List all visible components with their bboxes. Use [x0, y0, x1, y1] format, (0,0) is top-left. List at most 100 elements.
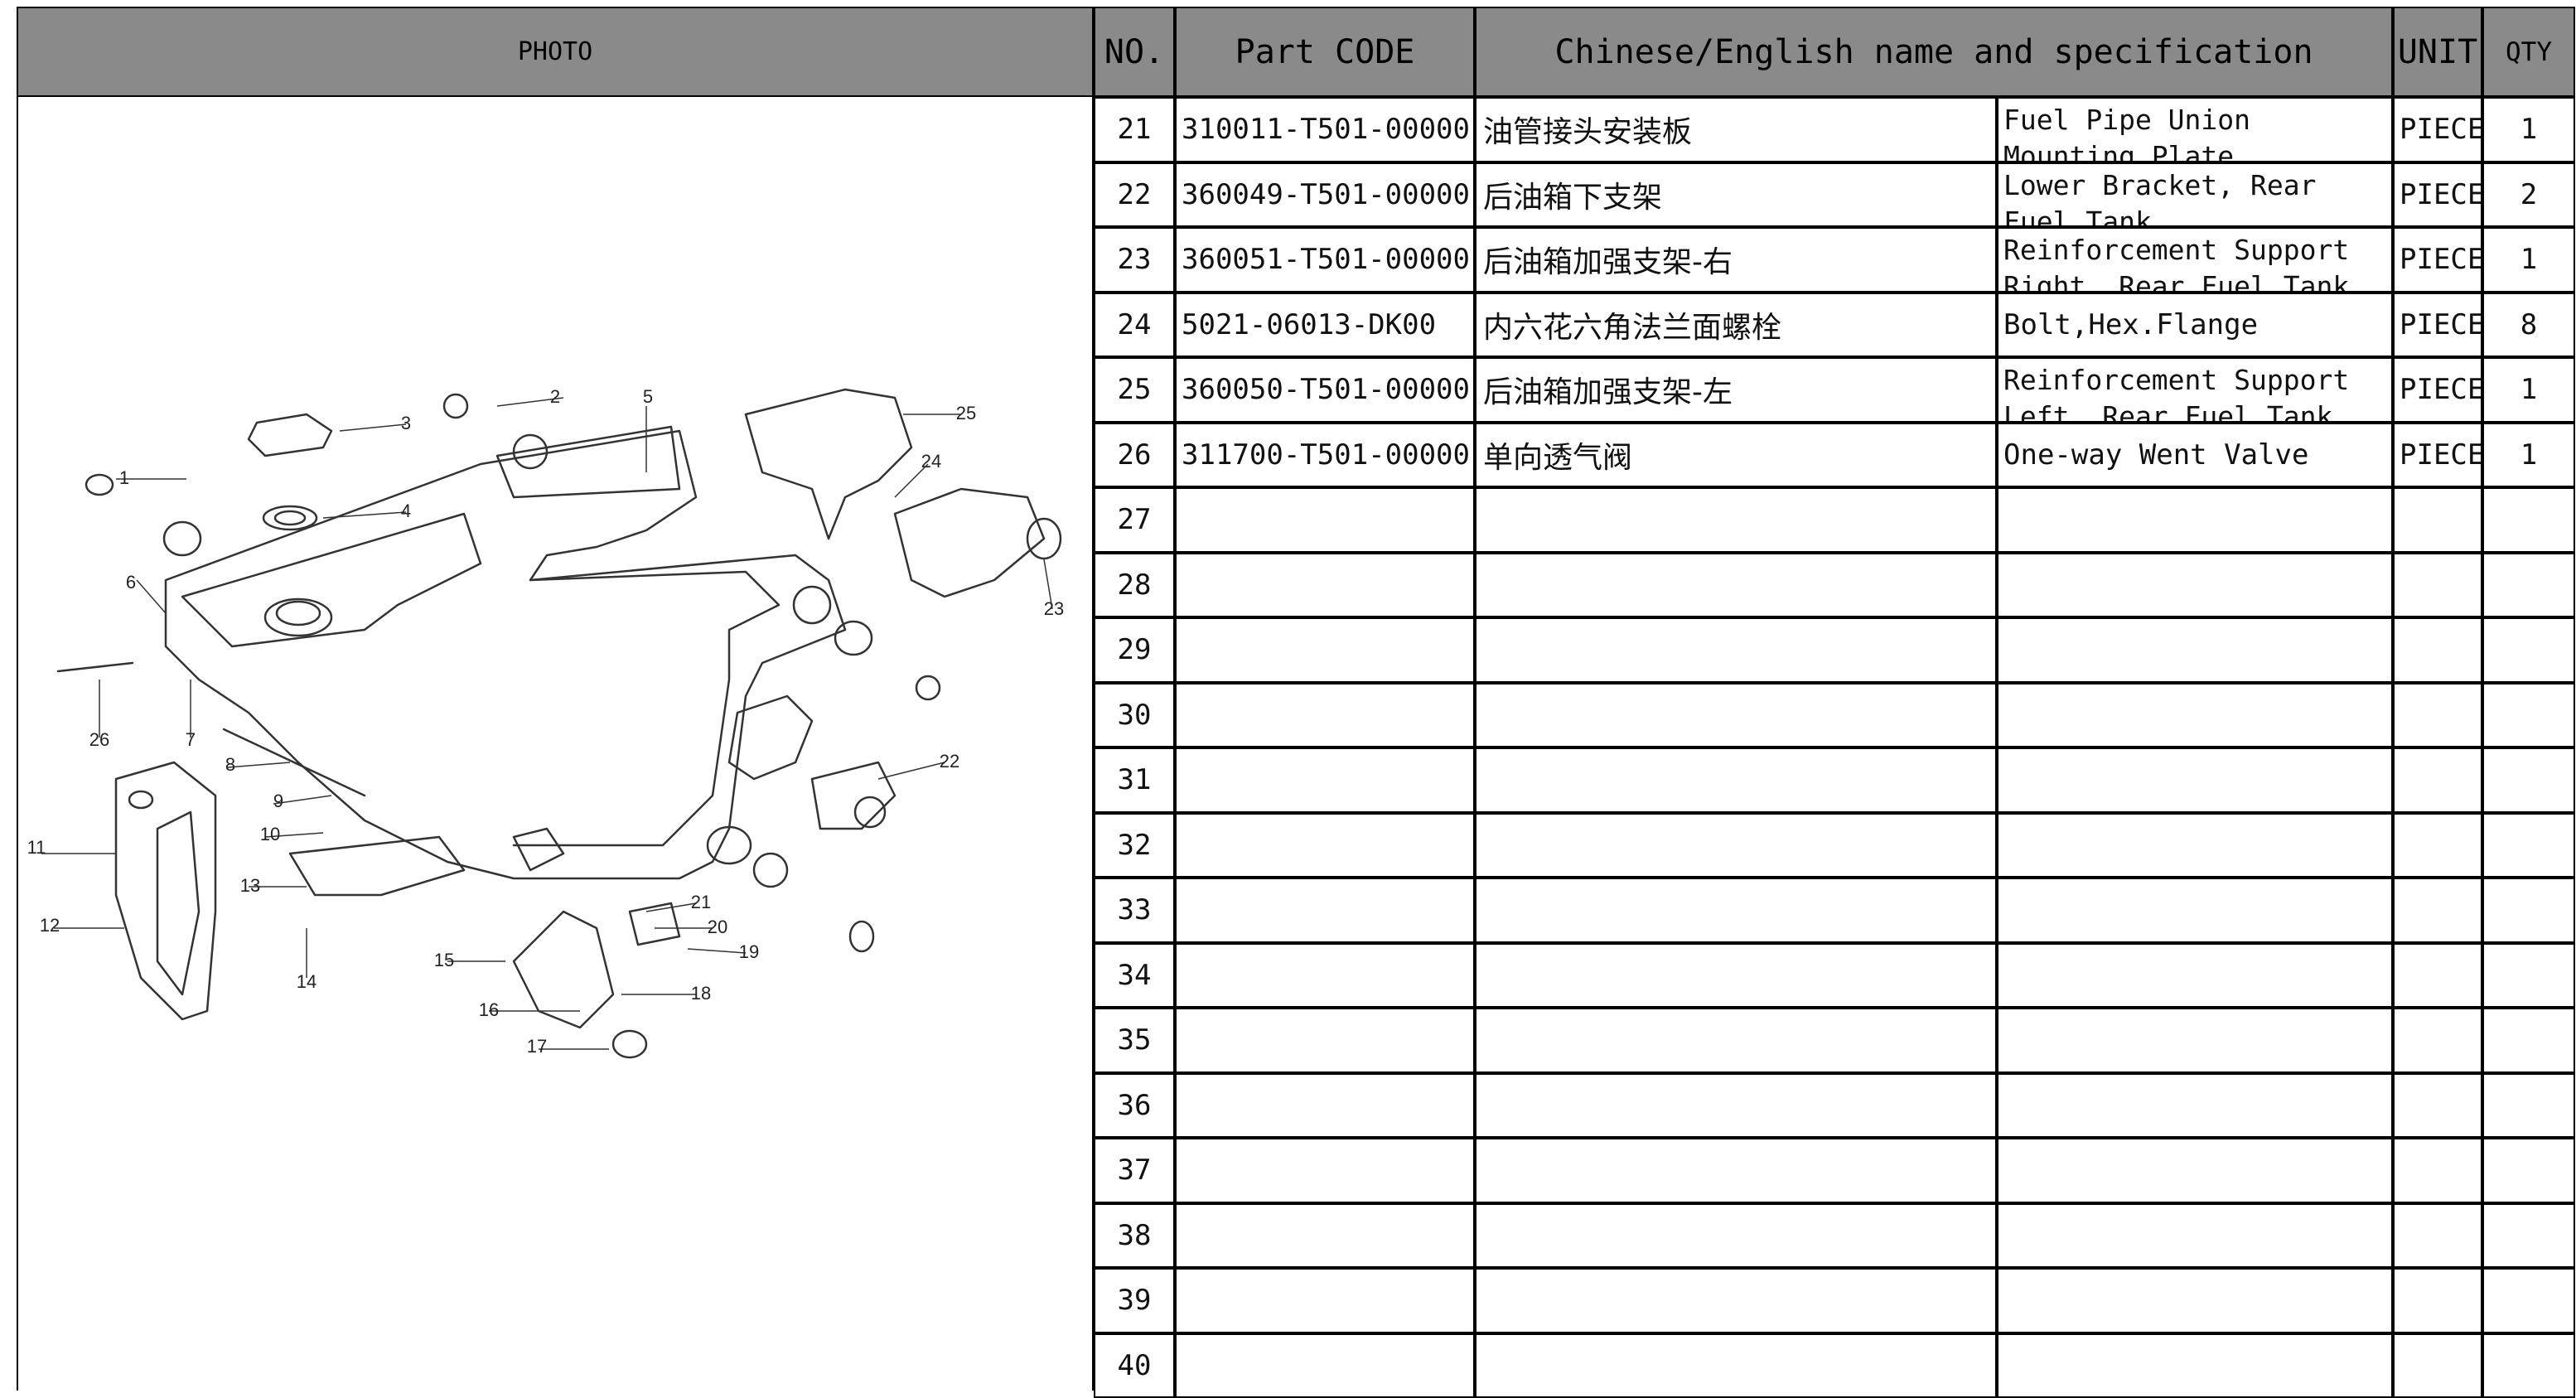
- row-english-name: [1997, 943, 2393, 1009]
- row-qty: [2482, 1008, 2575, 1073]
- row-part-code: [1175, 617, 1475, 683]
- row-english-name: [1997, 553, 2393, 618]
- row-part-code: [1175, 747, 1475, 813]
- row-english-name: Reinforcement Support Right, Rear Fuel T…: [1997, 227, 2393, 293]
- row-qty: [2482, 1333, 2575, 1398]
- row-english-name: [1997, 683, 2393, 748]
- row-no: 39: [1094, 1268, 1175, 1333]
- row-chinese-name: 油管接头安装板: [1475, 97, 1997, 162]
- row-qty: [2482, 553, 2575, 618]
- row-no: 32: [1094, 813, 1175, 878]
- row-unit: [2393, 1268, 2482, 1333]
- callout-leader: [878, 762, 945, 779]
- header-part-code: Part CODE: [1175, 7, 1475, 97]
- row-part-code: 360049-T501-00000: [1175, 162, 1475, 228]
- row-no: 27: [1094, 487, 1175, 553]
- row-chinese-name: [1475, 1008, 1997, 1073]
- row-qty: 1: [2482, 357, 2575, 423]
- row-english-name: [1997, 1268, 2393, 1333]
- row-qty: [2482, 747, 2575, 813]
- callout-number: 5: [643, 386, 653, 407]
- row-no: 28: [1094, 553, 1175, 618]
- callout-leader: [323, 512, 406, 518]
- row-part-code: [1175, 1138, 1475, 1203]
- row-no: 40: [1094, 1333, 1175, 1398]
- row-unit: [2393, 1138, 2482, 1203]
- row-qty: 1: [2482, 423, 2575, 488]
- row-no: 23: [1094, 227, 1175, 293]
- callout-number: 7: [186, 729, 196, 750]
- row-unit: [2393, 487, 2482, 553]
- callout-number: 9: [273, 791, 283, 811]
- row-no: 34: [1094, 943, 1175, 1009]
- row-no: 33: [1094, 878, 1175, 943]
- row-part-code: 310011-T501-00000: [1175, 97, 1475, 162]
- row-chinese-name: [1475, 1333, 1997, 1398]
- row-english-name: Lower Bracket, Rear Fuel Tank: [1997, 162, 2393, 228]
- row-unit: PIECE: [2393, 357, 2482, 423]
- callout-number: 4: [401, 501, 411, 521]
- row-chinese-name: [1475, 747, 1997, 813]
- row-unit: [2393, 1073, 2482, 1139]
- row-english-name: [1997, 1333, 2393, 1398]
- row-chinese-name: 后油箱加强支架-右: [1475, 227, 1997, 293]
- callout-number: 2: [550, 386, 560, 407]
- callout-number: 11: [27, 837, 46, 858]
- row-chinese-name: 后油箱下支架: [1475, 162, 1997, 228]
- row-part-code: [1175, 878, 1475, 943]
- row-chinese-name: [1475, 683, 1997, 748]
- header-qty: QTY: [2482, 7, 2575, 97]
- callout-number: 26: [89, 729, 109, 750]
- row-no: 25: [1094, 357, 1175, 423]
- row-qty: [2482, 1138, 2575, 1203]
- row-qty: [2482, 943, 2575, 1009]
- row-qty: 1: [2482, 97, 2575, 162]
- row-no: 30: [1094, 683, 1175, 748]
- row-unit: [2393, 943, 2482, 1009]
- row-unit: PIECE: [2393, 97, 2482, 162]
- row-chinese-name: [1475, 1138, 1997, 1203]
- row-qty: [2482, 1268, 2575, 1333]
- callout-number: 16: [479, 999, 499, 1020]
- callout-number: 1: [119, 467, 129, 488]
- callout-number: 14: [297, 971, 317, 992]
- callout-number: 17: [527, 1036, 547, 1057]
- row-unit: [2393, 553, 2482, 618]
- row-qty: [2482, 487, 2575, 553]
- row-no: 38: [1094, 1203, 1175, 1269]
- row-no: 24: [1094, 293, 1175, 358]
- header-photo: PHOTO: [17, 7, 1094, 97]
- callout-number: 24: [921, 451, 941, 472]
- callout-number: 21: [691, 892, 711, 912]
- row-english-name: Fuel Pipe Union Mounting Plate: [1997, 97, 2393, 162]
- row-no: 37: [1094, 1138, 1175, 1203]
- header-name-spec: Chinese/English name and specification: [1475, 7, 2393, 97]
- row-qty: [2482, 813, 2575, 878]
- row-part-code: 311700-T501-00000: [1175, 423, 1475, 488]
- row-unit: [2393, 1333, 2482, 1398]
- row-part-code: [1175, 943, 1475, 1009]
- callout-leader: [340, 424, 406, 431]
- row-english-name: One-way Went Valve: [1997, 423, 2393, 488]
- row-qty: [2482, 1073, 2575, 1139]
- row-no: 22: [1094, 162, 1175, 228]
- row-english-name: [1997, 1138, 2393, 1203]
- row-english-name: Bolt,Hex.Flange: [1997, 293, 2393, 358]
- row-qty: [2482, 683, 2575, 748]
- row-part-code: [1175, 813, 1475, 878]
- row-no: 36: [1094, 1073, 1175, 1139]
- row-part-code: [1175, 1268, 1475, 1333]
- callout-number: 3: [401, 413, 411, 433]
- row-chinese-name: [1475, 553, 1997, 618]
- row-unit: [2393, 747, 2482, 813]
- row-part-code: 360050-T501-00000: [1175, 357, 1475, 423]
- row-unit: [2393, 683, 2482, 748]
- callout-leader: [137, 580, 166, 613]
- callout-number: 20: [708, 917, 727, 937]
- row-chinese-name: [1475, 487, 1997, 553]
- row-part-code: [1175, 1073, 1475, 1139]
- row-part-code: [1175, 553, 1475, 618]
- row-chinese-name: [1475, 813, 1997, 878]
- row-unit: PIECE: [2393, 423, 2482, 488]
- exploded-parts-diagram: 1234567891011121314151617181920212223242…: [17, 331, 1094, 1160]
